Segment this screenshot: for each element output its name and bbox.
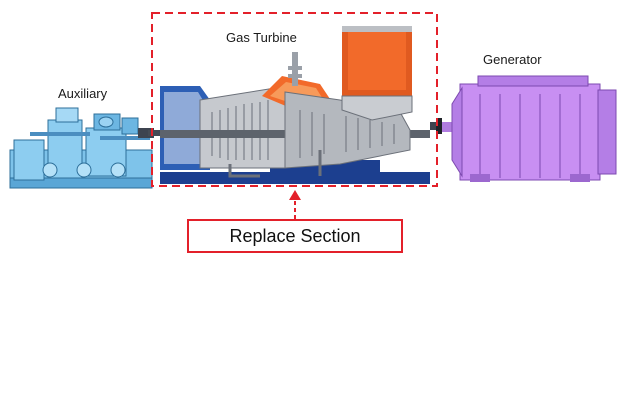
replace-section-callout: Replace Section [187, 219, 403, 253]
auxiliary-skid-icon [9, 107, 154, 189]
replace-section-highlight [151, 12, 438, 187]
replace-section-label: Replace Section [229, 225, 361, 246]
gas-turbine-label: Gas Turbine [226, 30, 297, 45]
auxiliary-label: Auxiliary [58, 86, 108, 101]
callout-arrow [289, 190, 301, 219]
generator-icon [442, 75, 617, 182]
shaft-left [148, 130, 160, 136]
generator-label: Generator [483, 52, 542, 67]
shaft-coupling [436, 118, 442, 134]
gas-turbine-icon [160, 26, 430, 184]
